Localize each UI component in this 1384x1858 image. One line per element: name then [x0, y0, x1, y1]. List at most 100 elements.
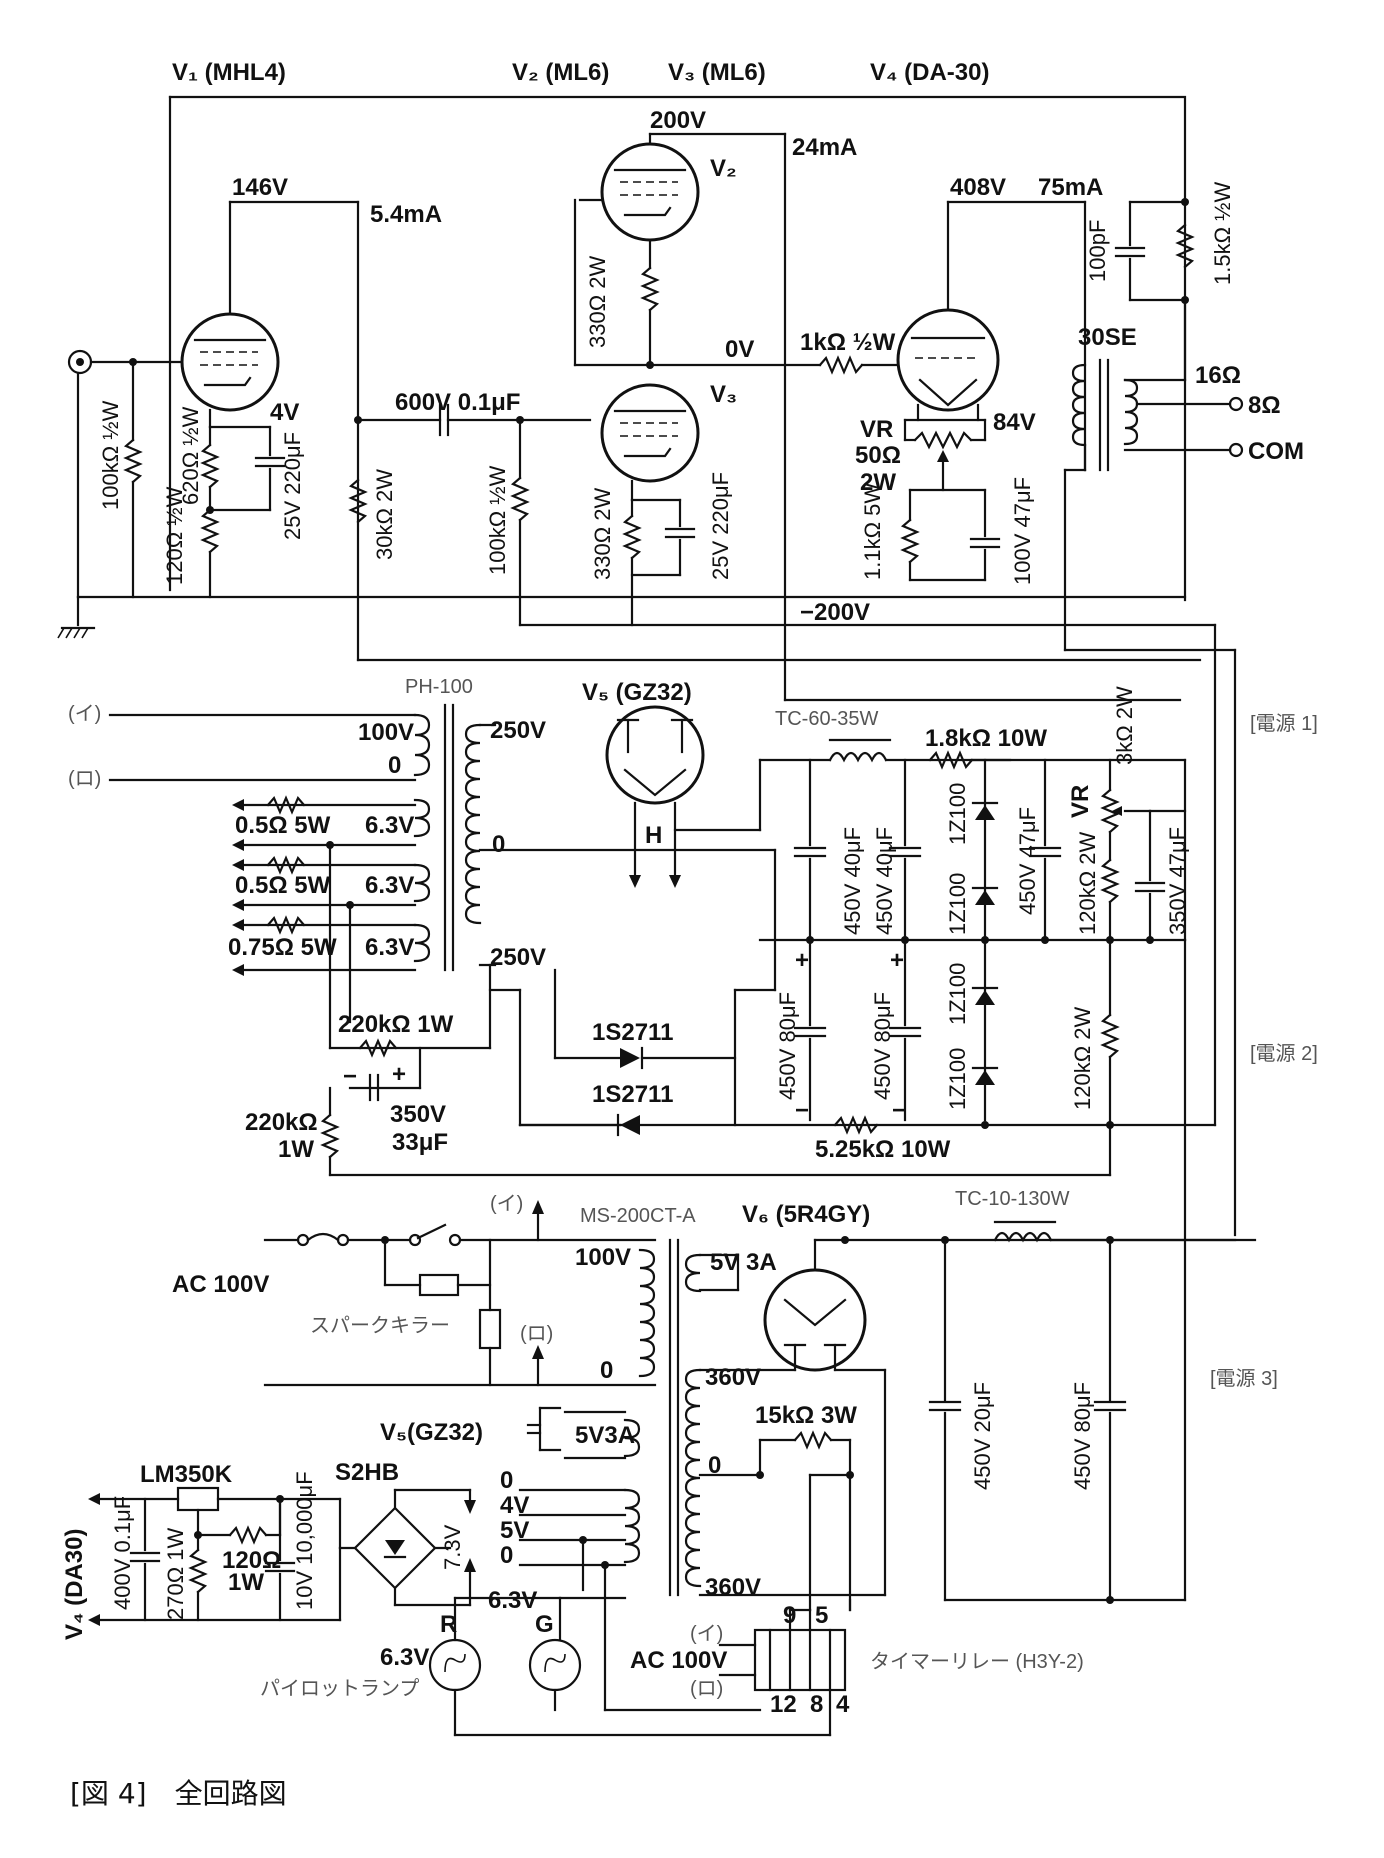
resistor-30k — [348, 478, 368, 524]
label-reg: LM350K — [140, 1461, 233, 1488]
resistor-5k25 — [833, 1115, 879, 1135]
zener-4 — [975, 1070, 995, 1085]
label-v2-plate-v: 200V — [650, 107, 706, 134]
label-r-1k-grid: 1kΩ ½W — [800, 329, 896, 356]
label-out-com: COM — [1248, 438, 1304, 465]
title-v5: V₅ (GZ32) — [582, 679, 692, 706]
choke-tc10 — [993, 1231, 1053, 1243]
resistor-1k1 — [900, 518, 920, 564]
figure-caption: [図 4] 全回路図 — [70, 1777, 287, 1810]
tube-v3 — [600, 383, 700, 483]
pilot-lamp-red — [428, 1638, 482, 1692]
title-v2: V₂ (ML6) — [512, 59, 609, 86]
label-v1-plate-i: 5.4mA — [370, 201, 442, 228]
label-plus-b: + — [890, 947, 904, 974]
label-node-0v: 0V — [725, 336, 754, 363]
tube-v2 — [600, 142, 700, 242]
output-transformer — [1063, 358, 1139, 652]
label-r-620: 620Ω ½W — [178, 406, 203, 505]
label-pt2-5v3a: 5V 3A — [710, 1249, 777, 1276]
label-v1-cathode: 4V — [270, 399, 299, 426]
resistor-1k8 — [928, 750, 974, 770]
label-v4-plate-v: 408V — [950, 174, 1006, 201]
zener-3 — [975, 990, 995, 1005]
choke-tc60 — [828, 751, 888, 763]
label-pin12: 12 — [770, 1691, 797, 1718]
label-c-33: 350V — [390, 1101, 446, 1128]
label-c-10000: 10V 10,000μF — [292, 1471, 317, 1610]
vr-hum-50[interactable] — [913, 430, 973, 450]
power-supply-3: AC 100V スパークキラー (イ) (ロ) — [61, 938, 1278, 1737]
power-transformer-ms200 — [623, 1238, 702, 1597]
label-pt2-100: 100V — [575, 1244, 631, 1271]
label-v4-aux: V₄ (DA30) — [61, 1529, 88, 1640]
label-c-80-c: 450V 80μF — [1070, 1382, 1095, 1490]
output-8-ohm-terminal[interactable] — [1228, 396, 1244, 412]
label-h2: 6.3V — [365, 872, 414, 899]
label-timer-ac: AC 100V — [630, 1647, 727, 1674]
power-switch[interactable] — [416, 1223, 447, 1240]
feedback-wire — [168, 95, 1187, 602]
label-vr-hum: VR — [860, 416, 893, 443]
zener-1 — [975, 805, 995, 820]
label-c-40-a: 450V 40μF — [840, 827, 865, 935]
label-v1-plate-v: 146V — [232, 174, 288, 201]
label-c-25v-220-b: 25V 220μF — [708, 472, 733, 580]
resistor-120 — [200, 508, 220, 554]
label-psu1-in-ro: (ロ) — [68, 768, 101, 790]
output-com-terminal[interactable] — [1228, 442, 1244, 458]
label-plus-a: + — [795, 947, 809, 974]
resistor-100k-input — [123, 438, 143, 484]
label-v5-aux: V₅(GZ32) — [380, 1419, 483, 1446]
label-lamp-r: R — [440, 1611, 457, 1638]
label-c-80-a: 450V 80μF — [775, 992, 800, 1100]
resistor-1k-grid — [818, 355, 864, 375]
label-r-h3: 0.75Ω 5W — [228, 934, 337, 961]
label-r-15k: 15kΩ 3W — [755, 1402, 857, 1429]
label-r-270: 270Ω 1W — [163, 1528, 188, 1621]
label-c-coupling: 600V 0.1μF — [395, 389, 520, 416]
label-supply-2: [電源 2] — [1250, 1042, 1318, 1065]
label-pilot-lamp: パイロットランプ — [260, 1678, 419, 1700]
label-r-1k5: 1.5kΩ ½W — [1210, 182, 1235, 285]
label-r-220k-b2: 1W — [278, 1136, 314, 1163]
ground-symbol — [57, 626, 96, 639]
label-pin5: 5 — [815, 1602, 828, 1629]
label-pt2-0: 0 — [600, 1357, 613, 1384]
label-bridge: S2HB — [335, 1459, 399, 1486]
pilot-lamp-green — [528, 1638, 582, 1692]
fuse — [306, 1232, 340, 1242]
resistor-1k5 — [1175, 223, 1195, 269]
label-pt1-0: 0 — [388, 752, 401, 779]
label-v2-tag: V₂ — [710, 155, 737, 182]
label-tap-0b: 0 — [500, 1542, 513, 1569]
label-timer-i: (イ) — [690, 1623, 723, 1645]
label-pt2-360a: 360V — [705, 1364, 761, 1391]
label-h3: 6.3V — [365, 934, 414, 961]
label-pin8: 8 — [810, 1691, 823, 1718]
label-tap-4v: 4V — [500, 1492, 529, 1519]
label-r-1k8: 1.8kΩ 10W — [925, 725, 1047, 752]
label-r-120k-a: 120kΩ 2W — [1075, 832, 1100, 936]
label-c-25v-220-a: 25V 220μF — [280, 432, 305, 540]
label-r-1k1: 1.1kΩ 5W — [860, 483, 885, 580]
amplifier-section: 100kΩ ½W 146V 5.4mA 4V 620Ω ½W 120Ω ½W — [57, 95, 1304, 702]
label-d1: 1S2711 — [592, 1019, 673, 1046]
label-supply-1: [電源 1] — [1250, 712, 1318, 735]
label-r-100k-grid: 100kΩ ½W — [485, 465, 510, 575]
label-c-40-b: 450V 40μF — [872, 827, 897, 935]
label-tap-5v: 5V — [500, 1517, 529, 1544]
resistor-220k-b — [320, 1113, 340, 1159]
spark-killer-cap — [478, 1308, 502, 1350]
label-d2: 1S2711 — [592, 1081, 673, 1108]
label-psu1-in-i: (イ) — [68, 703, 101, 725]
vr-3k[interactable] — [1100, 788, 1120, 834]
label-z1: 1Z100 — [945, 783, 970, 845]
tube-v1 — [180, 312, 280, 412]
label-ot-16: 16Ω — [1195, 362, 1241, 389]
label-pt2-360b: 360V — [705, 1574, 761, 1601]
label-minus-c33: − — [343, 1063, 357, 1090]
label-pin4: 4 — [836, 1691, 850, 1718]
label-timer-ro: (ロ) — [690, 1678, 723, 1700]
label-psu3-in-ro: (ロ) — [520, 1323, 553, 1345]
